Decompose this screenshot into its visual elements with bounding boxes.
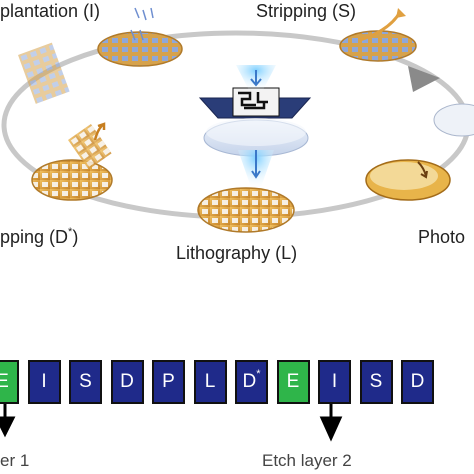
sequence-step-4: D [110,360,144,404]
label-photo: Photo [418,227,465,248]
sequence-step-letter: P [162,371,175,392]
sequence-step-9: I [318,360,351,404]
sequence-step-3: S [69,360,102,404]
sequence-step-letter: D [410,371,425,392]
sequence-step-10: S [359,360,393,404]
sequence-step-11: D [401,360,434,404]
label-lithography-text: Lithography (L) [176,243,298,263]
sequence-step-letter: L [204,371,216,392]
peeled-mask-left [18,42,70,104]
etch-label-2: Etch layer 2 [262,451,352,470]
label-implantation-text: plantation (I) [0,1,101,21]
sequence-step-7: D* [235,360,268,404]
sequence-step-letter: S [79,371,92,392]
sequence-step-sup: * [256,368,261,380]
sequence-step-letter: E [286,371,300,392]
right-wafer-partial [433,103,474,137]
sequence-step-1: E [0,360,19,404]
developing-wafer [31,159,113,201]
sequence-step-letter: I [41,371,47,392]
developing-arrow-icon [93,122,106,141]
label-developing-sup: * [68,226,73,238]
etch-label-1: er 1 [0,451,30,470]
label-developing-text: pping (D [0,227,69,247]
label-photo-text: Photo [418,227,466,247]
etch-arrow-2-icon [319,404,343,442]
implantation-ions-icon [130,7,154,41]
sequence-step-8: E [276,360,310,404]
photoresist-arrow-icon [417,161,428,179]
stripping-wafer [339,30,417,62]
developing-peel [68,123,112,170]
label-lithography: Lithography (L) [176,243,297,264]
light-arrow-icon [250,70,262,87]
label-stripping-text: Stripping (S) [256,1,357,21]
sequence-step-letter: D [120,371,134,392]
sequence-step-2: I [27,360,61,404]
sequence-step-letter: I [331,371,338,392]
stripping-arrow-icon [396,8,406,18]
label-developing: pping (D*) [0,226,79,248]
label-implantation: plantation (I) [0,1,100,22]
etch-arrows [0,404,343,442]
etch-arrow-1-icon [0,404,16,438]
sequence-step-letter: E [0,371,9,392]
implantation-wafer [97,31,183,67]
label-stripping: Stripping (S) [256,1,356,22]
sequence-step-letter: D [242,371,257,392]
sequence-step-6: L [193,360,227,404]
label-developing-close: ) [72,227,79,247]
sequence-step-letter: S [369,371,383,392]
sequence-step-5: P [152,360,185,404]
lithography-wafer [197,187,295,233]
cycle-arrow-icon [408,66,440,92]
